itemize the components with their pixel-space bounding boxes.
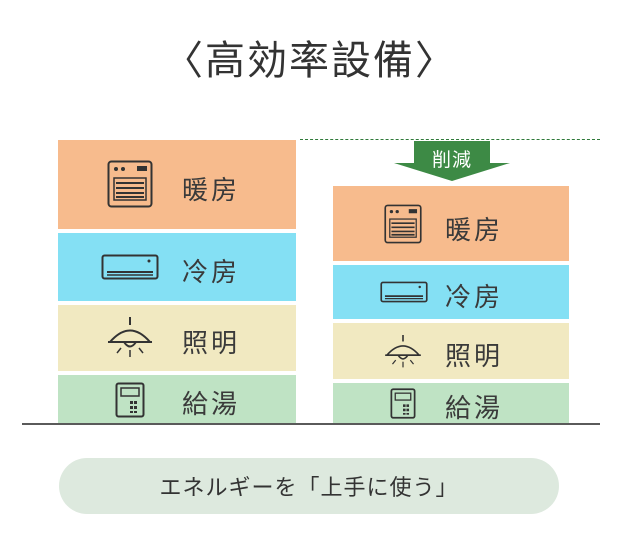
baseline (22, 423, 600, 425)
before-heating-block: 暖房 (58, 140, 296, 229)
after-lighting-block: 照明 (333, 323, 569, 379)
footer-caption: エネルギーを「上手に使う」 (59, 458, 559, 514)
before-hot-water-block: 給湯 (58, 375, 296, 423)
after-column: 暖房 冷房 照明 給湯 (333, 186, 569, 424)
down-arrow-icon (394, 141, 510, 181)
after-heating-block: 暖房 (333, 186, 569, 261)
before-column: 暖房 冷房 照明 給湯 (58, 140, 296, 423)
heater-icon (381, 202, 425, 246)
air-conditioner-icon (379, 279, 429, 305)
before-lighting-label: 照明 (182, 329, 241, 359)
after-cooling-label: 冷房 (445, 283, 504, 313)
before-hot-water-label: 給湯 (182, 390, 241, 420)
heater-icon (106, 158, 154, 210)
after-cooling-block: 冷房 (333, 265, 569, 319)
water-heater-panel-icon (389, 387, 417, 419)
reduction-reference-line (300, 139, 600, 140)
reduction-label: 削減 (431, 149, 472, 171)
air-conditioner-icon (100, 251, 160, 283)
reduction-arrow: 削減 (392, 141, 512, 181)
before-cooling-label: 冷房 (182, 258, 241, 288)
ceiling-lamp-icon (383, 334, 423, 370)
after-heating-label: 暖房 (445, 216, 504, 246)
water-heater-panel-icon (114, 381, 146, 419)
ceiling-lamp-icon (106, 316, 154, 360)
after-lighting-label: 照明 (445, 342, 504, 372)
after-hot-water-label: 給湯 (445, 394, 504, 424)
before-heating-label: 暖房 (182, 176, 241, 206)
after-hot-water-block: 給湯 (333, 383, 569, 424)
before-lighting-block: 照明 (58, 305, 296, 371)
before-cooling-block: 冷房 (58, 233, 296, 301)
page-title: 〈高効率設備〉 (163, 38, 457, 84)
